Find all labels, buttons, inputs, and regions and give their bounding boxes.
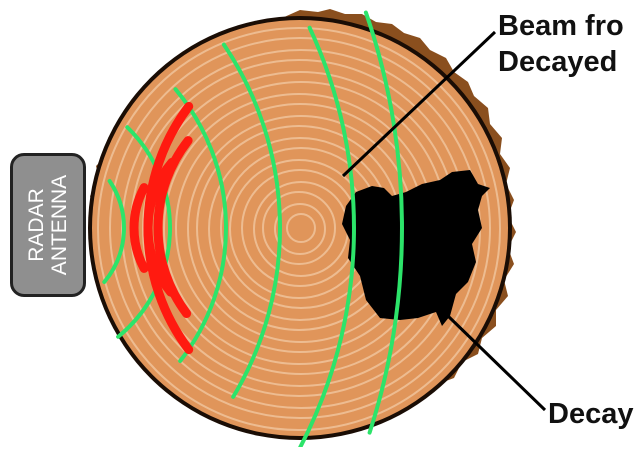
beam-label-line2: Decayed [498, 44, 624, 80]
beam-label-line1: Beam fro [498, 8, 624, 44]
antenna-label-line2: ANTENNA [48, 150, 71, 300]
decay-label: Decay [548, 396, 633, 432]
beam-label: Beam fro Decayed [498, 8, 624, 80]
radar-antenna-label: RADAR ANTENNA [25, 150, 71, 300]
antenna-label-line1: RADAR [25, 150, 48, 300]
